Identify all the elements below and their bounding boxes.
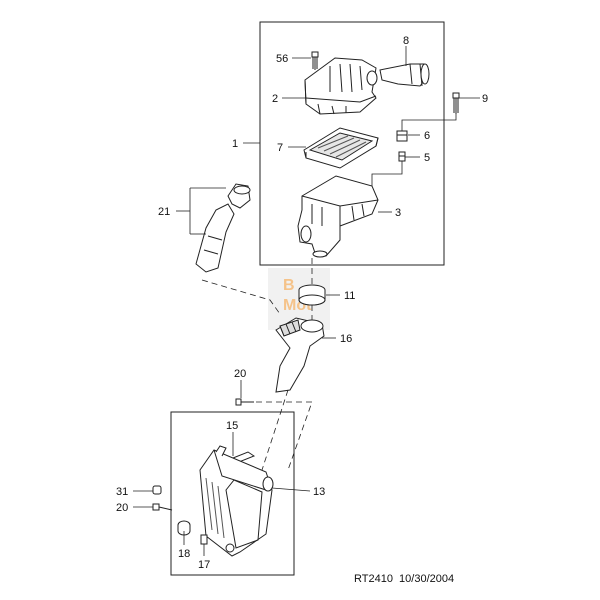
part-18-grommet	[177, 520, 191, 536]
callout-15: 15	[226, 420, 238, 432]
callout-3: 3	[395, 207, 401, 219]
part-7-filter-element	[303, 127, 379, 169]
part-5-bushing	[398, 151, 406, 162]
watermark-text-1: B	[283, 277, 295, 294]
callout-1: 1	[232, 138, 238, 150]
callout-11: 11	[344, 290, 355, 302]
callout-5: 5	[424, 152, 430, 164]
callout-13: 13	[313, 486, 325, 498]
callout-31: 31	[116, 486, 128, 498]
part-21-resonator-duct	[195, 183, 251, 273]
callout-20-upper: 20	[234, 368, 246, 380]
part-6-grommet	[396, 130, 408, 142]
callout-21: 21	[158, 206, 170, 218]
diagram-reference-footer: RT2410 10/30/2004	[354, 573, 454, 585]
part-16-air-duct	[275, 317, 325, 393]
part-31-grommet	[152, 485, 162, 495]
part-17-bushing	[200, 534, 208, 545]
part-56-bolt	[311, 51, 319, 70]
callout-8: 8	[403, 35, 409, 47]
callout-7: 7	[277, 142, 283, 154]
callout-9: 9	[482, 93, 488, 105]
callout-16: 16	[340, 333, 352, 345]
callout-20-lower: 20	[116, 502, 128, 514]
callout-labels: 56 8 2 9 6 1 7 5 21 3 11 16 20 15 13 31 …	[116, 35, 488, 571]
part-20-upper-bolt	[235, 398, 254, 406]
part-8-intake-duct	[379, 63, 430, 87]
part-9-bolt	[452, 92, 460, 114]
callout-2: 2	[272, 93, 278, 105]
part-2-cover	[304, 57, 378, 115]
part-3-lower-housing	[297, 175, 379, 258]
callout-17: 17	[198, 559, 210, 571]
leader-lines	[133, 46, 480, 556]
callout-56: 56	[276, 53, 288, 65]
callout-6: 6	[424, 130, 430, 142]
upper-assembly-frame	[259, 21, 445, 266]
lower-assembly-frame	[170, 411, 295, 576]
part-11-clamp	[298, 284, 326, 306]
part-13-resonator-box	[199, 445, 274, 557]
part-20-lower-bolt	[152, 503, 173, 511]
callout-18: 18	[178, 548, 190, 560]
